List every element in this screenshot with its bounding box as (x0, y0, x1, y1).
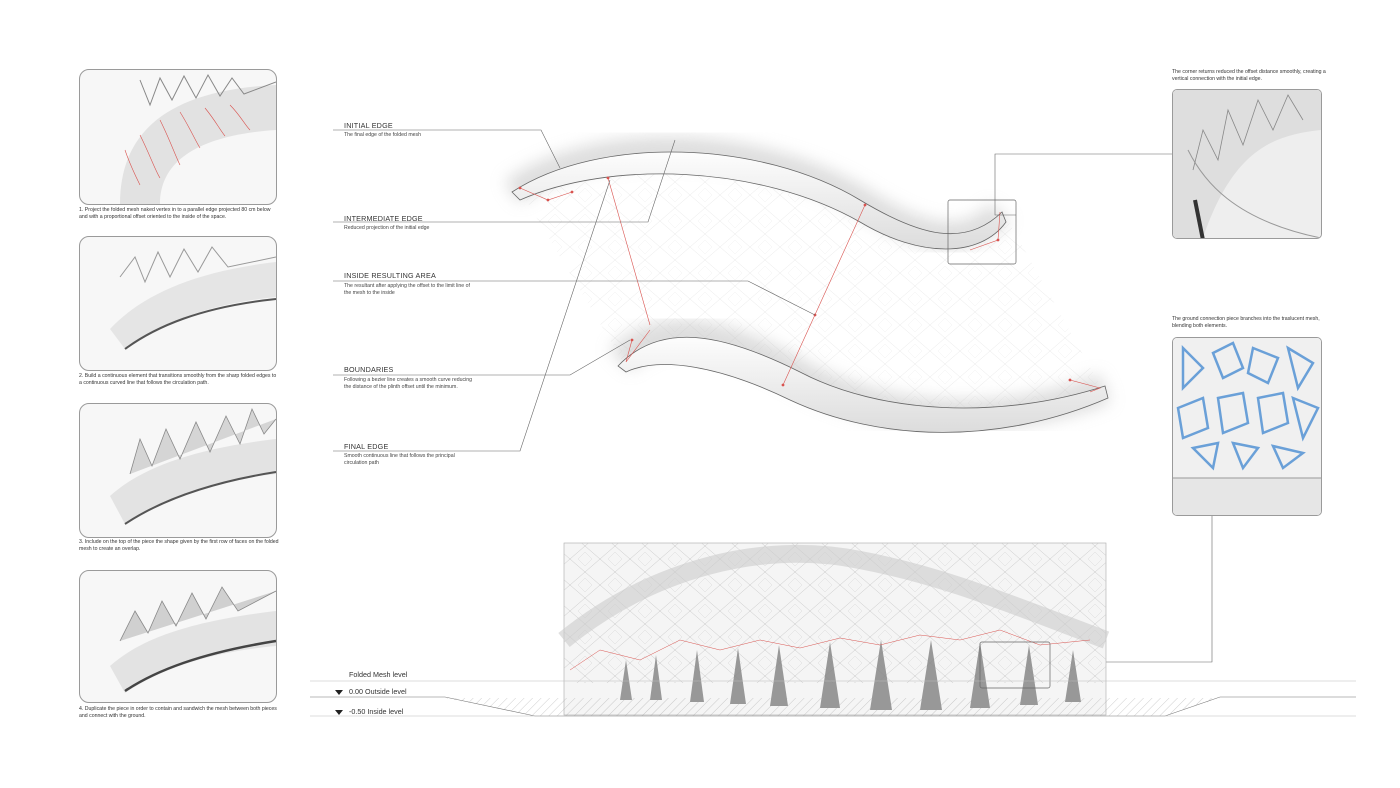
inside-resulting-area (520, 157, 1100, 419)
callout-final-edge-title: FINAL EDGE (344, 442, 389, 451)
step-2-image (79, 236, 277, 371)
elevation-view (558, 542, 1110, 716)
step-3-image (79, 403, 277, 538)
ground-detail-box (979, 641, 1051, 689)
level-inside-marker (335, 710, 343, 715)
callout-intermediate-edge-desc: Reduced projection of the initial edge (344, 225, 430, 231)
initial-edge-band (511, 151, 1007, 250)
callout-final-edge-desc: Smooth continuous line that follows the … (344, 453, 455, 466)
callout-boundaries-desc: Following a bezier line creates a smooth… (344, 377, 473, 390)
callout-initial-edge-title: INITIAL EDGE (344, 121, 393, 130)
corner-detail-box (947, 199, 1017, 265)
step-4-image (79, 570, 277, 703)
ground-hatch (445, 698, 1220, 716)
step-3-caption: 3. Include on the top of the piece the s… (79, 539, 279, 552)
step-2-render (110, 246, 276, 350)
level-outside-marker (335, 690, 343, 695)
corner-detail-render (1173, 90, 1321, 238)
step-1-image (79, 69, 277, 205)
step-4-caption: 4. Duplicate the piece in order to conta… (79, 706, 277, 719)
step-1-caption: 1. Project the folded mesh naked vertex … (79, 207, 271, 220)
callout-intermediate-edge-title: INTERMEDIATE EDGE (344, 214, 423, 223)
callout-leaders (333, 129, 1213, 663)
ground-detail-image (1172, 337, 1322, 516)
level-outside: 0.00 Outside level (349, 687, 407, 696)
step-1-render (120, 73, 276, 204)
step-4-render (110, 586, 276, 693)
corner-detail-image (1172, 89, 1322, 239)
callout-initial-edge-desc: The final edge of the folded mesh (344, 132, 421, 138)
callout-inside-area-desc: The resultant after applying the offset … (344, 283, 470, 296)
callout-boundaries-title: BOUNDARIES (344, 365, 394, 374)
callout-inside-area-title: INSIDE RESULTING AREA (344, 271, 436, 280)
step-2-caption: 2. Build a continuous element that trans… (79, 373, 277, 386)
plan-view (504, 137, 1111, 433)
step-3-render (110, 407, 276, 525)
level-folded-mesh: Folded Mesh level (349, 670, 408, 679)
detail-2-caption: The ground connection piece branches int… (1172, 316, 1320, 329)
ground-detail-render (1173, 338, 1321, 515)
detail-1-caption: The corner returns reduced the offset di… (1172, 69, 1326, 82)
final-edge-band (617, 336, 1109, 433)
level-inside: -0.50 Inside level (349, 707, 404, 716)
